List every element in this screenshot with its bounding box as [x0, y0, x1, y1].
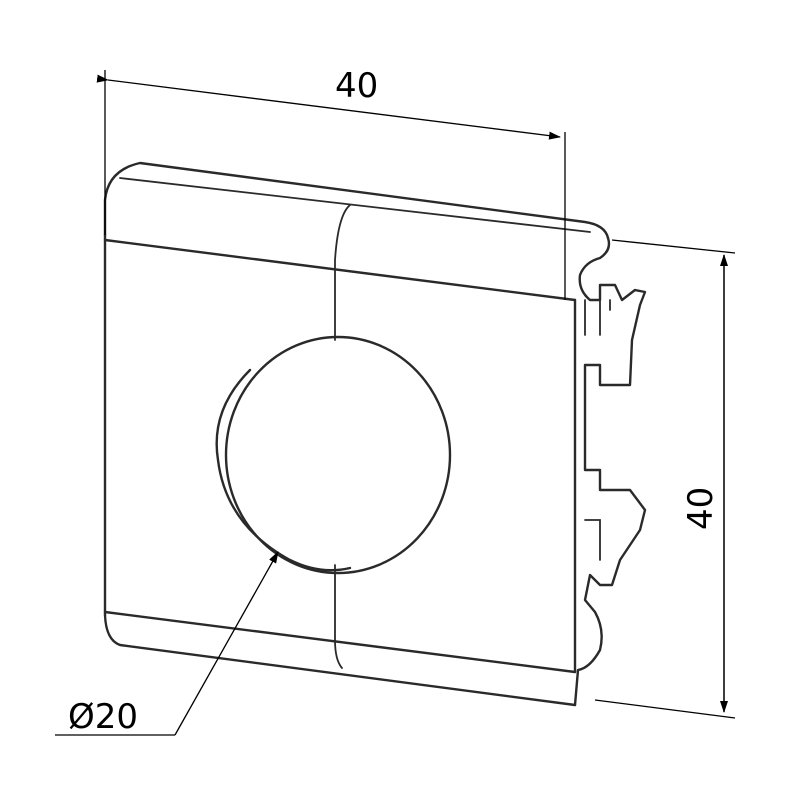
- bottom-edge: [103, 613, 577, 707]
- plate-part: [103, 161, 647, 707]
- bottom-face-line: [103, 610, 577, 674]
- split-line-lower: [334, 564, 343, 669]
- hole-inner-wall: [215, 368, 352, 572]
- split-line: [334, 204, 351, 341]
- diameter-leader: Ø20: [55, 551, 279, 737]
- right-profile: [573, 236, 647, 707]
- hole-rim: [224, 335, 452, 575]
- width-dimension: 40: [96, 66, 566, 300]
- hole-diameter-label: Ø20: [68, 697, 138, 737]
- width-label: 40: [335, 66, 378, 106]
- top-face-line: [103, 238, 577, 302]
- height-dimension: 40: [594, 239, 736, 719]
- height-label: 40: [681, 487, 721, 530]
- hole-feature: [215, 335, 452, 575]
- top-edge: [103, 161, 610, 240]
- right-profile-inner: [584, 299, 611, 561]
- top-edge-inner: [119, 177, 591, 233]
